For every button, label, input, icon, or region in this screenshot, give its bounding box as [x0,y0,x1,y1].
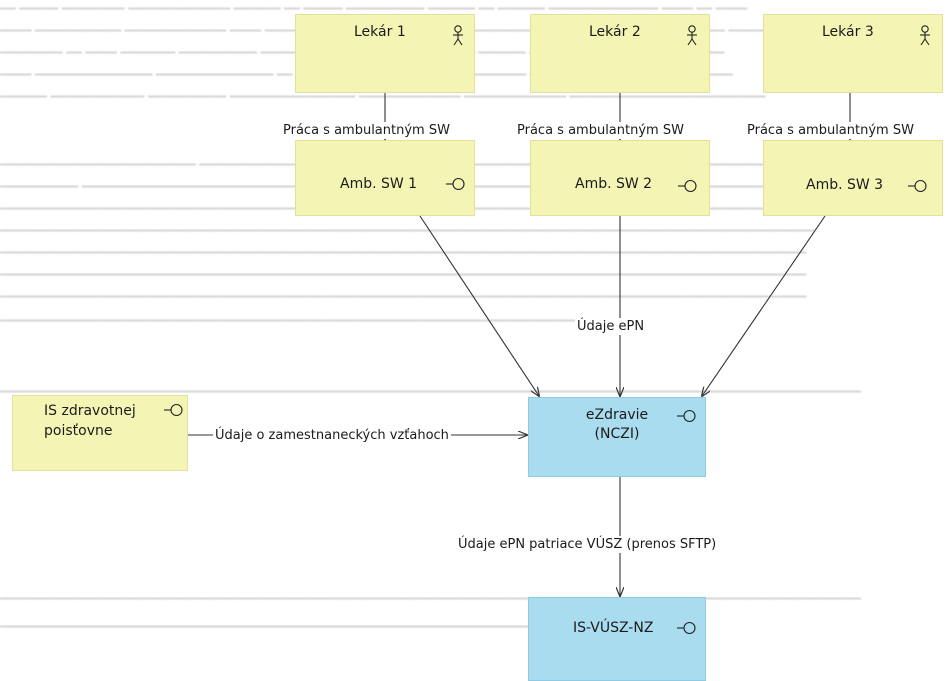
amb-sw-2-label: Amb. SW 2 [575,176,653,192]
ezdravie-label-line-1: eZdravie [585,407,649,423]
doctor-1-box [295,14,475,93]
amb-sw-3-box [763,140,943,216]
doctor-2-label: Lekár 2 [589,24,641,40]
is-vusz-nz-label: IS-VÚSZ-NZ [573,620,654,636]
actor-icon [920,25,930,46]
amb-sw-2-box [530,140,710,216]
flow-sw-3-to-ezdravie [702,215,826,396]
actor-icon [453,25,463,46]
interface-icon [678,179,697,193]
insurance-is-label-line-1: IS zdravotnej [44,403,136,419]
insurance-is-label-line-2: poisťovne [44,423,113,439]
amb-sw-1-label: Amb. SW 1 [340,176,418,192]
flow-label-employment: Údaje o zamestnaneckých vzťahoch [213,427,451,444]
insurance-is-label: IS zdravotnej poisťovne [44,401,136,441]
flow-label-doctor-3: Práca s ambulantným SW [745,122,916,139]
ezdravie-label: eZdravie (NCZI) [562,406,672,444]
doctor-2-box [530,14,710,93]
amb-sw-1-box [295,140,475,216]
doctor-3-label: Lekár 3 [822,24,874,40]
flow-label-doctor-2: Práca s ambulantným SW [515,122,686,139]
flow-sw-1-to-ezdravie [419,215,539,396]
interface-icon [677,409,696,423]
is-vusz-nz-box [528,597,706,681]
insurance-is-box [12,395,188,471]
ezdravie-label-line-2: (NCZI) [594,426,640,442]
actor-icon [687,25,697,46]
flow-label-epn: Údaje ePN [575,318,647,335]
doctor-1-label: Lekár 1 [354,24,406,40]
ezdravie-box [528,397,706,477]
interface-icon [908,179,927,193]
interface-icon [164,403,183,417]
amb-sw-3-label: Amb. SW 3 [806,177,884,193]
flow-label-vusz-sftp: Údaje ePN patriace VÚSZ (prenos SFTP) [456,536,719,553]
interface-icon [446,177,465,191]
doctor-3-box [763,14,943,93]
flow-label-doctor-1: Práca s ambulantným SW [281,122,452,139]
interface-icon [677,621,696,635]
